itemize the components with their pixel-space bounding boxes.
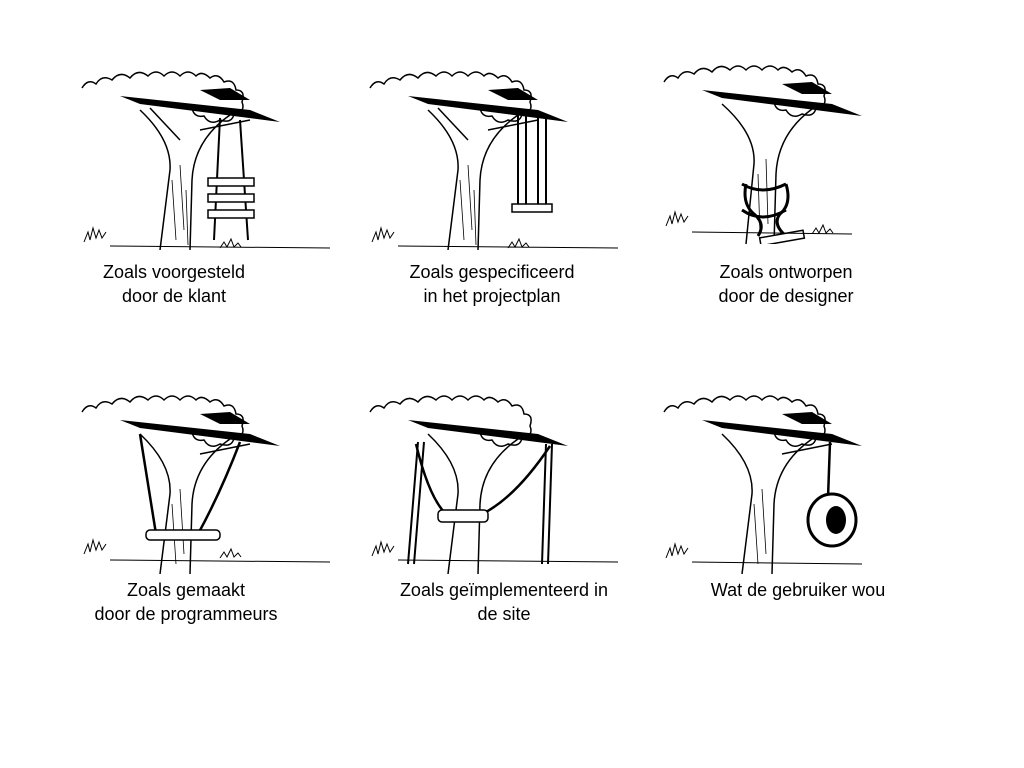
tree-frame-swing-illustration <box>369 395 619 574</box>
caption-line: Wat de gebruiker wou <box>710 580 886 600</box>
caption-line: Zoals voorgesteld <box>102 262 246 282</box>
tree-simple-swing-illustration <box>369 71 619 250</box>
panel-2 <box>368 70 628 250</box>
caption-1: Zoals voorgesteld door de klant <box>24 260 324 308</box>
tree-tire-swing-illustration <box>663 395 863 574</box>
caption-line: in het projectplan <box>423 286 561 306</box>
panel-4 <box>80 394 340 574</box>
panel-6 <box>662 394 922 574</box>
tree-ladder-swing-illustration <box>81 71 331 250</box>
caption-line: Zoals gespecificeerd <box>409 262 575 282</box>
caption-line: door de klant <box>121 286 227 306</box>
caption-line: door de programmeurs <box>94 604 278 624</box>
caption-line: Zoals ontworpen <box>719 262 853 282</box>
caption-line: Zoals geïmplementeerd in <box>399 580 609 600</box>
caption-2: Zoals gespecificeerd in het projectplan <box>342 260 642 308</box>
caption-6: Wat de gebruiker wou <box>648 578 948 602</box>
panel-3 <box>662 64 922 244</box>
caption-line: de site <box>477 604 531 624</box>
caption-line: Zoals gemaakt <box>126 580 246 600</box>
panel-5 <box>368 394 628 574</box>
caption-3: Zoals ontworpen door de designer <box>636 260 936 308</box>
caption-5: Zoals geïmplementeerd in de site <box>354 578 654 626</box>
panel-1 <box>80 70 340 250</box>
caption-line: door de designer <box>718 286 854 306</box>
caption-4: Zoals gemaakt door de programmeurs <box>36 578 336 626</box>
tree-trunk-loop-swing-illustration <box>81 395 331 574</box>
tree-knotted-swing-illustration <box>663 65 862 244</box>
